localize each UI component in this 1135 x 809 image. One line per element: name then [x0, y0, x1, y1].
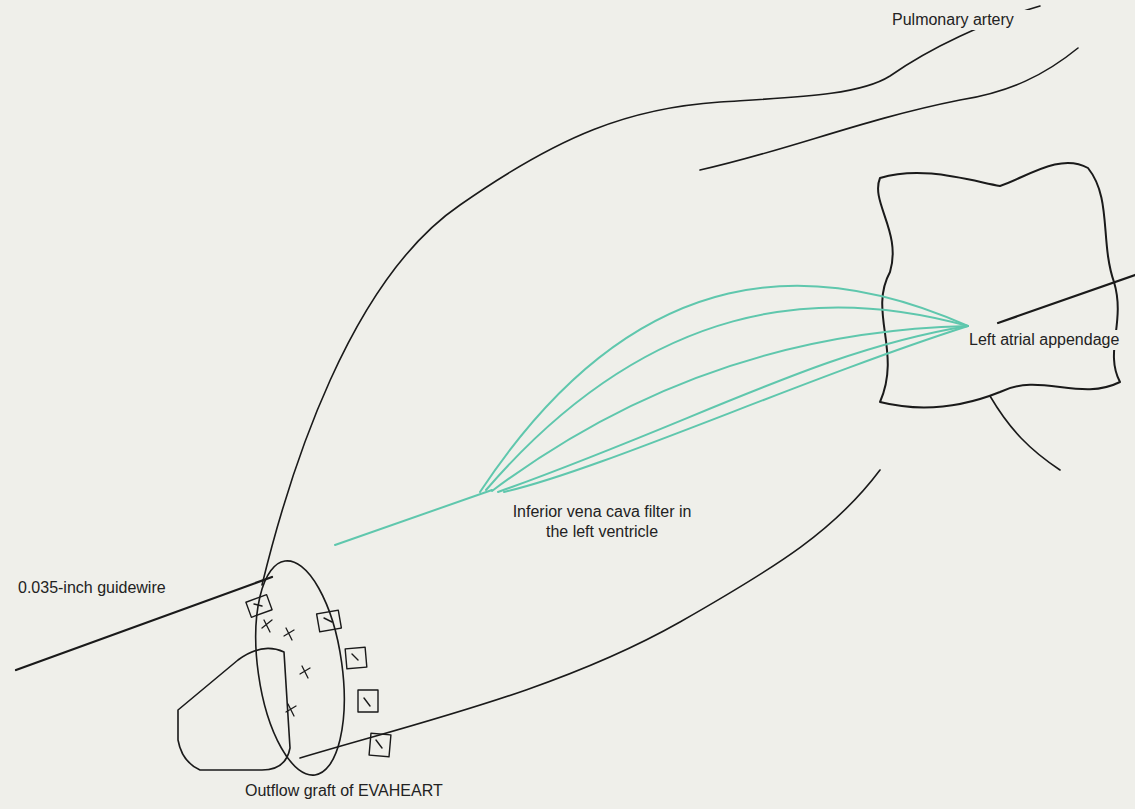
ventricle-outline	[990, 396, 1060, 470]
guidewire	[16, 577, 272, 670]
guidewire-label: 0.035-inch guidewire	[16, 578, 210, 598]
sutures	[262, 620, 310, 716]
graft-label: Outflow graft of EVAHEART	[243, 781, 487, 801]
graft-cuff	[243, 555, 356, 781]
outflow-graft	[178, 648, 290, 770]
ivc-filter	[335, 286, 968, 545]
filter-label: Inferior vena cava filter in the left ve…	[500, 502, 704, 542]
ventricle-outline	[262, 6, 1040, 585]
artery-outline	[700, 48, 1078, 170]
pledgets	[246, 595, 391, 757]
ventricle-outline	[300, 470, 880, 758]
appendage-outline	[878, 163, 1120, 408]
guidewire	[998, 275, 1135, 323]
artery-label: Pulmonary artery	[890, 10, 1074, 30]
appendage-label: Left atrial appendage	[967, 330, 1131, 350]
